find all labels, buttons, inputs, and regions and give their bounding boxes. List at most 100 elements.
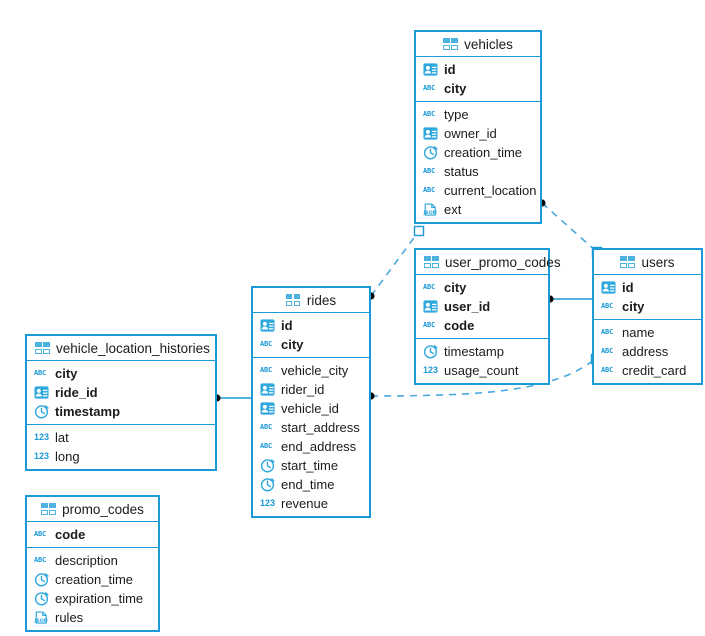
table-header-vehicle_location_histories[interactable]: vehicle_location_histories — [27, 336, 215, 361]
field-name: address — [622, 344, 669, 359]
abc-icon: ABC — [423, 167, 436, 175]
field-name: name — [622, 325, 655, 340]
field-row[interactable]: ABC end_address — [253, 437, 369, 456]
field-row[interactable]: timestamp — [27, 402, 215, 421]
field-row[interactable]: id — [253, 316, 369, 335]
table-header-users[interactable]: users — [594, 250, 701, 275]
field-row[interactable]: owner_id — [416, 124, 540, 143]
table-header-promo_codes[interactable]: promo_codes — [27, 497, 158, 522]
field-name: start_address — [281, 420, 360, 435]
field-name: end_time — [281, 477, 335, 492]
field-row[interactable]: user_id — [416, 297, 548, 316]
field-name: ride_id — [55, 385, 98, 400]
relationship-rel-vlh-rides[interactable] — [213, 394, 251, 402]
json-icon: JSON — [34, 611, 48, 624]
clock-icon — [260, 459, 275, 473]
field-row[interactable]: end_time — [253, 475, 369, 494]
field-row[interactable]: vehicle_id — [253, 399, 369, 418]
abc-icon: ABC — [601, 328, 614, 336]
field-row[interactable]: ABC name — [594, 323, 701, 342]
field-name: rider_id — [281, 382, 325, 397]
abc-icon: ABC — [423, 110, 436, 118]
table-grid-icon — [285, 294, 301, 306]
clock-icon — [34, 405, 49, 419]
field-name: id — [622, 280, 634, 295]
relationship-rel-upc-users[interactable] — [546, 295, 592, 303]
field-row[interactable]: id — [416, 60, 540, 79]
table-header-vehicles[interactable]: vehicles — [416, 32, 540, 57]
svg-text:JSON: JSON — [34, 618, 48, 624]
field-name: end_address — [281, 439, 357, 454]
field-row[interactable]: id — [594, 278, 701, 297]
table-name: vehicle_location_histories — [56, 340, 210, 356]
abc-icon: ABC — [423, 321, 436, 329]
id-badge-icon — [423, 63, 438, 76]
abc-icon: ABC — [260, 442, 273, 450]
field-name: id — [444, 62, 456, 77]
table-header-user_promo_codes[interactable]: user_promo_codes — [416, 250, 561, 275]
field-name: code — [444, 318, 475, 333]
table-header-rides[interactable]: rides — [253, 288, 369, 313]
field-row[interactable]: creation_time — [416, 143, 540, 162]
field-row[interactable]: creation_time — [27, 570, 158, 589]
abc-icon: ABC — [423, 84, 436, 92]
field-row[interactable]: ABC address — [594, 342, 701, 361]
id-badge-icon — [260, 402, 275, 415]
table-name: vehicles — [464, 36, 513, 52]
field-row[interactable]: ABC code — [416, 316, 548, 335]
clock-icon — [34, 592, 49, 606]
field-row[interactable]: ride_id — [27, 383, 215, 402]
field-name: user_id — [444, 299, 491, 314]
field-row[interactable]: rider_id — [253, 380, 369, 399]
field-name: creation_time — [55, 572, 134, 587]
abc-icon: ABC — [601, 347, 614, 355]
field-row[interactable]: ABC description — [27, 551, 158, 570]
table-name: promo_codes — [62, 501, 144, 517]
field-name: timestamp — [444, 344, 504, 359]
field-name: city — [281, 337, 304, 352]
field-name: ext — [444, 202, 462, 217]
table-grid-icon — [620, 256, 635, 268]
field-row[interactable]: expiration_time — [27, 589, 158, 608]
field-name: id — [281, 318, 293, 333]
field-name: owner_id — [444, 126, 497, 141]
field-name: long — [55, 449, 80, 464]
field-row[interactable]: start_time — [253, 456, 369, 475]
table-name: users — [641, 254, 675, 270]
123-icon: 123 — [423, 365, 439, 375]
field-name: description — [55, 553, 118, 568]
field-row[interactable]: timestamp — [416, 342, 548, 361]
abc-icon: ABC — [34, 556, 47, 564]
